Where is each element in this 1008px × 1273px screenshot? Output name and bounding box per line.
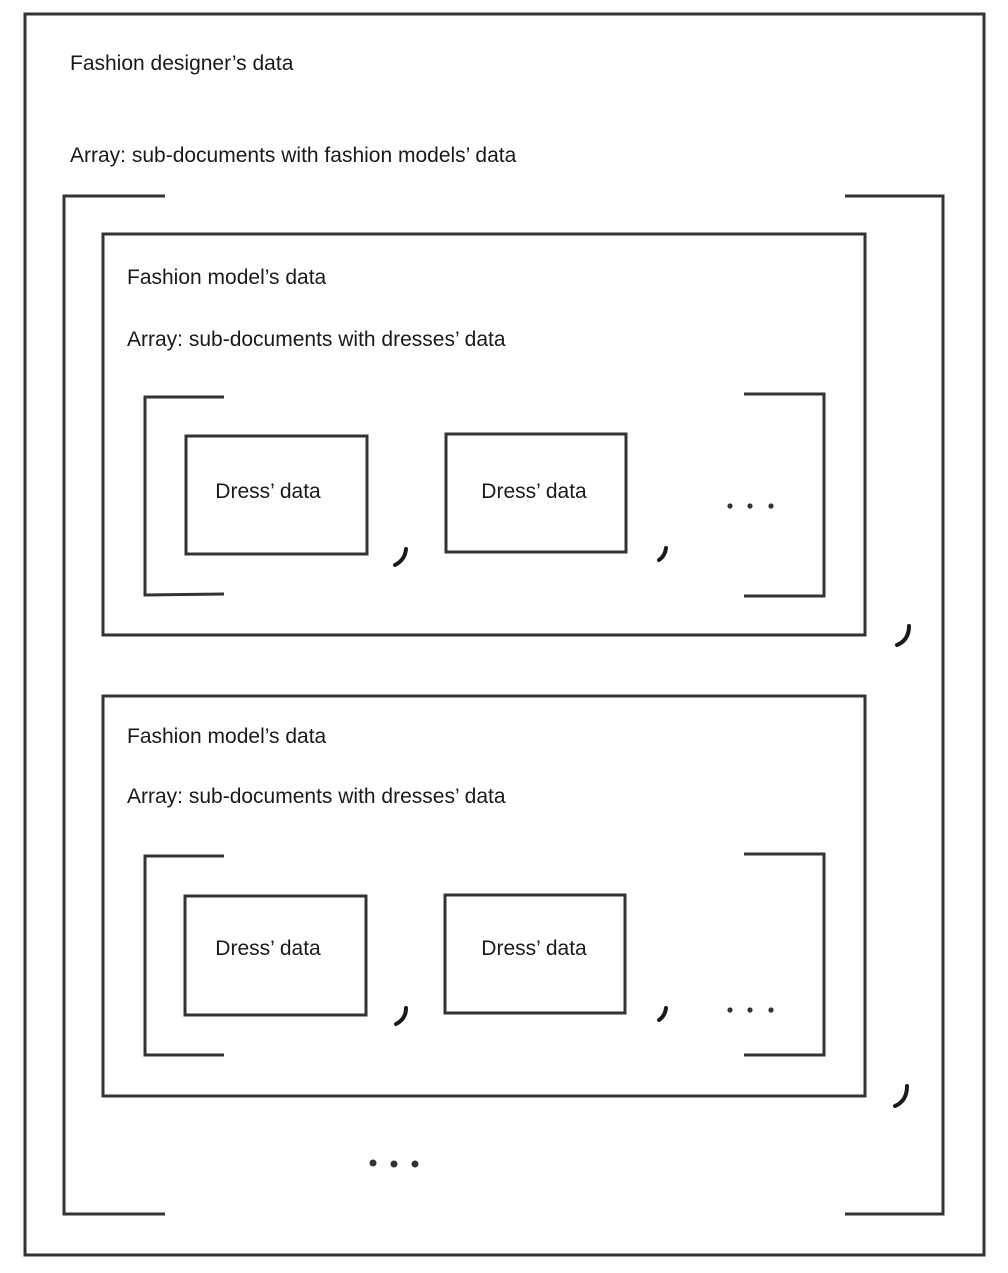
dress-box-2-2 <box>443 893 627 1015</box>
dress-box-2-1 <box>183 894 368 1017</box>
designer-document-box <box>23 12 986 1257</box>
model-title-2: Fashion model’s data <box>127 725 327 748</box>
dress-separator-comma-1-2 <box>657 546 668 562</box>
dress-label-1-1: Dress’ data <box>215 480 321 503</box>
model-separator-comma-1 <box>895 624 911 647</box>
dress-label-2-2: Dress’ data <box>481 937 587 960</box>
dress-box-1-1 <box>184 434 369 556</box>
model-document-box-2 <box>101 694 867 1098</box>
model-separator-comma-2 <box>893 1084 909 1108</box>
model-array-label-1: Array: sub-documents with dresses’ data <box>127 328 506 351</box>
designer-title: Fashion designer’s data <box>70 52 294 75</box>
dresses-array-right-bracket-2 <box>744 852 826 1057</box>
dresses-ellipsis-1 <box>727 503 774 509</box>
dress-label-2-1: Dress’ data <box>215 937 321 960</box>
dress-separator-comma-2-2 <box>657 1006 668 1022</box>
dress-box-1-2 <box>444 432 628 554</box>
dresses-array-right-bracket-1 <box>744 392 826 598</box>
model-document-box-1 <box>101 232 867 637</box>
model-array-label-2: Array: sub-documents with dresses’ data <box>127 785 506 808</box>
dresses-array-left-bracket-1 <box>143 395 225 597</box>
models-array-left-bracket <box>62 194 165 1216</box>
dress-separator-comma-1-1 <box>393 547 408 567</box>
model-title-1: Fashion model’s data <box>127 266 327 289</box>
dresses-array-left-bracket-2 <box>143 854 224 1057</box>
dresses-ellipsis-2 <box>727 1007 774 1013</box>
models-ellipsis <box>369 1159 419 1168</box>
designer-array-label: Array: sub-documents with fashion models… <box>70 144 517 167</box>
models-array-right-bracket <box>845 194 945 1216</box>
dress-separator-comma-2-1 <box>394 1006 408 1026</box>
dress-label-1-2: Dress’ data <box>481 480 587 503</box>
